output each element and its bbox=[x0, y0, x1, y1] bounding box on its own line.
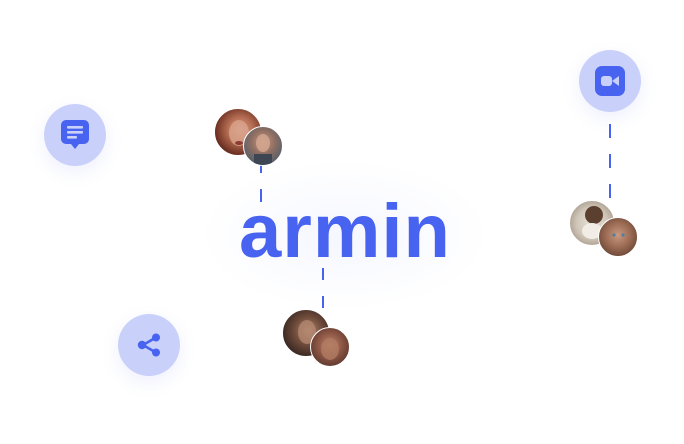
person-man-smiling-icon bbox=[254, 134, 272, 165]
avatar[interactable] bbox=[310, 327, 350, 367]
brand-wordmark: armin bbox=[239, 189, 451, 274]
share-icon bbox=[137, 333, 160, 357]
chat-message-icon bbox=[61, 120, 89, 149]
avatar[interactable] bbox=[243, 126, 283, 166]
brand-glow bbox=[200, 160, 490, 310]
video-camera-icon bbox=[595, 66, 625, 96]
person-woman-blue-eyes-icon bbox=[612, 233, 625, 237]
video-node[interactable] bbox=[579, 50, 641, 112]
share-node[interactable] bbox=[118, 314, 180, 376]
person-woman-curly-hair-icon bbox=[582, 206, 603, 239]
avatar[interactable] bbox=[598, 217, 638, 257]
person-man-closeup-icon bbox=[321, 338, 339, 360]
chat-node[interactable] bbox=[44, 104, 106, 166]
